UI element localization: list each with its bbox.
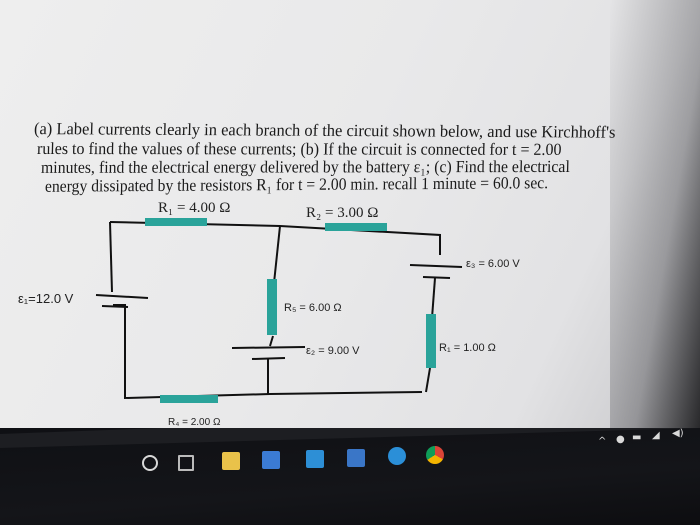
- file-explorer-icon[interactable]: [222, 452, 240, 470]
- edge-icon[interactable]: [388, 447, 406, 465]
- label-r-right: R₁ = 1.00 Ω: [439, 342, 496, 354]
- top-wire: [109, 221, 441, 255]
- right-wire-mid: [431, 277, 436, 319]
- left-wire-lower: [113, 304, 271, 400]
- task-view-icon[interactable]: [178, 455, 194, 471]
- bottom-wire: [269, 391, 423, 395]
- left-wire-upper: [109, 221, 113, 293]
- label-e2: ε₂ = 9.00 V: [306, 345, 360, 357]
- battery-e1-long-plate: [95, 294, 149, 299]
- chrome-icon[interactable]: [426, 446, 444, 464]
- battery-e2-short-plate: [251, 357, 286, 360]
- resistor-r-right: [426, 314, 436, 368]
- screen-edge-shadow: [610, 0, 700, 440]
- battery-e3-long-plate: [409, 264, 463, 268]
- battery-e1-short-plate: [101, 305, 129, 308]
- right-wire-lower: [425, 367, 431, 393]
- outlook-icon[interactable]: [347, 449, 365, 467]
- middle-wire-upper: [273, 225, 281, 284]
- store-icon[interactable]: [262, 451, 280, 469]
- tray-chevron-icon[interactable]: ^: [598, 436, 607, 447]
- label-r1: R₁ = 4.00 Ω: [158, 200, 231, 216]
- resistor-r5: [267, 279, 277, 335]
- taskbar: [0, 428, 700, 525]
- label-e1: ε₁=12.0 V: [18, 291, 74, 306]
- middle-wire-lower: [269, 335, 274, 347]
- lync-icon[interactable]: [306, 450, 324, 468]
- resistor-r4: [160, 395, 218, 403]
- label-r4: R₄ = 2.00 Ω: [168, 417, 221, 428]
- label-r5: R₅ = 6.00 Ω: [284, 302, 342, 314]
- tray-volume-icon[interactable]: ◀): [672, 428, 684, 439]
- battery-e3-short-plate: [422, 276, 451, 279]
- resistor-r1: [145, 218, 207, 226]
- tray-dot-icon[interactable]: ●: [616, 434, 625, 445]
- label-e3: ε₃ = 6.00 V: [466, 258, 520, 270]
- tray-battery-icon[interactable]: ▬: [632, 432, 642, 443]
- tray-network-icon[interactable]: ◢: [652, 430, 660, 441]
- resistor-r2: [325, 223, 387, 231]
- battery-e2-long-plate: [231, 346, 306, 349]
- windows-circle-icon[interactable]: [142, 455, 158, 471]
- label-r2: R₂ = 3.00 Ω: [306, 205, 379, 221]
